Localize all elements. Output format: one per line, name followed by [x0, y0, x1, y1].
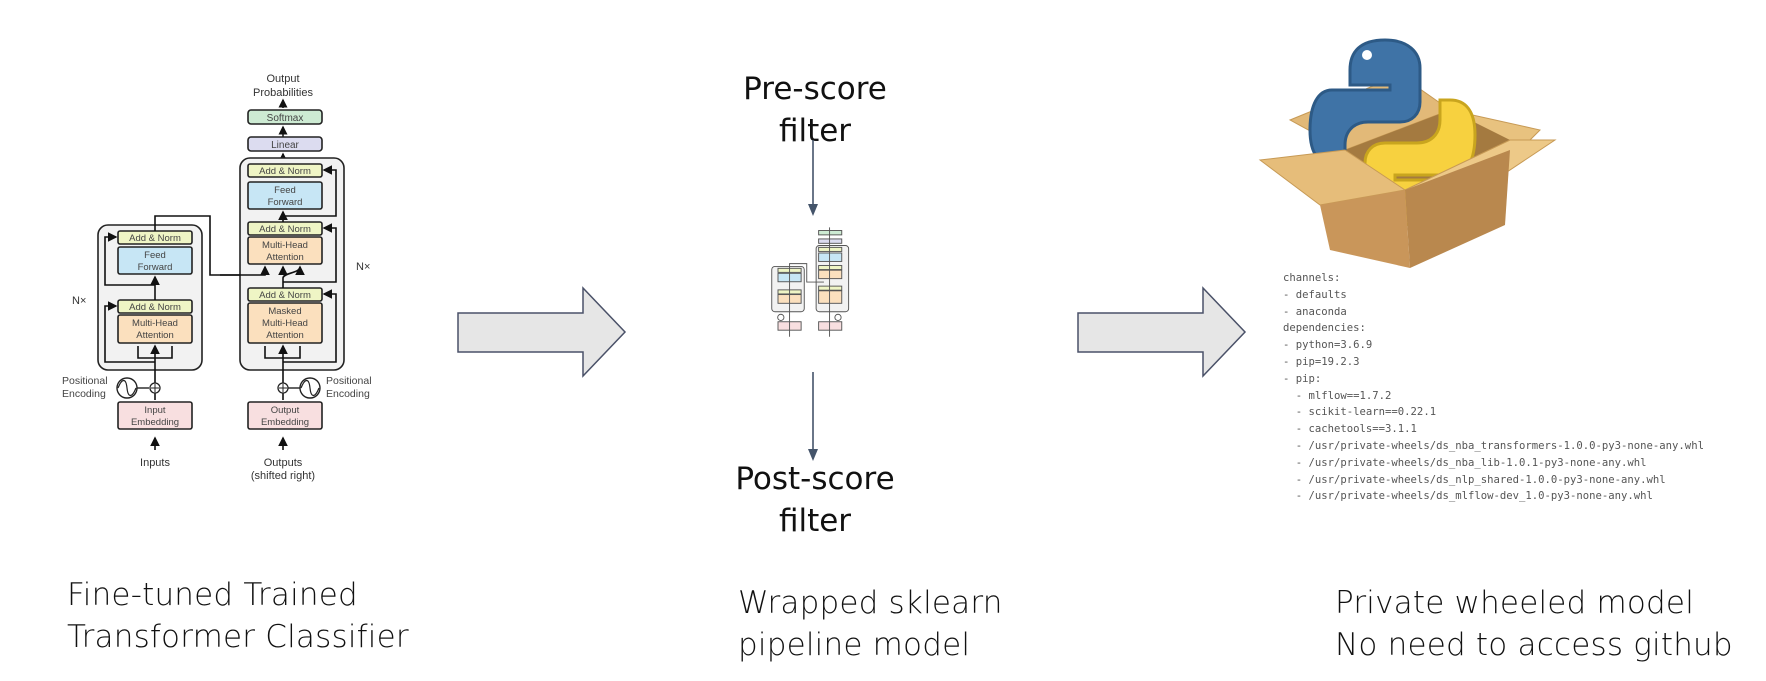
- environment-yaml: channels: - defaults - anaconda dependencie…: [1283, 270, 1704, 505]
- svg-text:Feed: Feed: [144, 250, 166, 261]
- yaml-line: - python=3.6.9: [1283, 339, 1373, 352]
- svg-text:Softmax: Softmax: [267, 113, 304, 124]
- svg-text:Attention: Attention: [136, 330, 174, 341]
- yaml-line: - mlflow==1.7.2: [1283, 389, 1392, 402]
- middle-caption-line-1: Wrapped sklearn: [738, 585, 1003, 621]
- encoder-multi-head-attention: Multi-Head Attention: [117, 314, 193, 344]
- decoder-add-norm-2: Add & Norm: [247, 221, 323, 236]
- encoder-feed-forward: Feed Forward: [117, 246, 193, 275]
- yaml-line: - pip:: [1283, 372, 1322, 385]
- svg-text:Positional: Positional: [62, 375, 108, 387]
- decoder-nx-label: N×: [356, 261, 370, 273]
- svg-text:Encoding: Encoding: [326, 388, 370, 400]
- svg-text:Attention: Attention: [266, 330, 304, 341]
- middle-caption: Wrapped sklearn pipeline model: [738, 582, 1003, 666]
- transformer-thumbnail: [771, 227, 850, 337]
- yaml-line: - /usr/private-wheels/ds_nba_transformer…: [1283, 439, 1704, 452]
- decoder-feed-forward: Feed Forward: [247, 181, 323, 210]
- encoder-add-norm-1: Add & Norm: [117, 299, 193, 314]
- svg-text:Multi-Head: Multi-Head: [262, 318, 308, 329]
- right-caption-line-2: No need to access github: [1335, 627, 1733, 663]
- post-score-arrow: [808, 372, 818, 461]
- left-caption-line-1: Fine-tuned Trained: [67, 577, 358, 613]
- decoder-add-norm-1: Add & Norm: [247, 287, 323, 302]
- pre-score-line-1: Pre-score: [743, 71, 887, 107]
- output-probabilities-label-2: Probabilities: [253, 87, 313, 99]
- yaml-line: - anaconda: [1283, 305, 1347, 318]
- svg-text:Multi-Head: Multi-Head: [262, 240, 308, 251]
- pre-score-line-2: filter: [778, 113, 852, 149]
- input-embedding-block: Input Embedding: [117, 401, 193, 430]
- encoder-add-norm-2: Add & Norm: [117, 230, 193, 245]
- decoder-multi-head-attention: Multi-Head Attention: [247, 236, 323, 265]
- svg-text:Masked: Masked: [268, 306, 301, 317]
- softmax-block: Softmax: [247, 109, 323, 125]
- decoder-positional-encoding: Positional Encoding: [277, 375, 372, 400]
- python-package-box-icon: [1258, 38, 1557, 268]
- left-caption: Fine-tuned Trained Transformer Classifie…: [67, 574, 409, 658]
- svg-text:Linear: Linear: [271, 140, 299, 151]
- decoder-masked-attention: Masked Multi-Head Attention: [247, 302, 323, 344]
- svg-text:Add & Norm: Add & Norm: [259, 224, 311, 235]
- yaml-line: - defaults: [1283, 288, 1347, 301]
- encoder-nx-label: N×: [72, 295, 86, 307]
- output-probabilities-label: Output: [266, 73, 299, 85]
- yaml-line: - /usr/private-wheels/ds_nlp_shared-1.0.…: [1283, 473, 1666, 486]
- yaml-line: - pip=19.2.3: [1283, 355, 1360, 368]
- transformer-architecture-diagram: Output Probabilities Softmax Linear Add …: [62, 73, 372, 482]
- svg-text:Input: Input: [144, 405, 165, 416]
- svg-text:Add & Norm: Add & Norm: [129, 233, 181, 244]
- svg-text:Encoding: Encoding: [62, 388, 106, 400]
- output-embedding-block: Output Embedding: [247, 401, 323, 430]
- linear-block: Linear: [247, 136, 323, 152]
- flow-arrow-2: [1077, 286, 1247, 378]
- svg-text:Output: Output: [271, 405, 300, 416]
- svg-text:Forward: Forward: [268, 197, 303, 208]
- pre-score-arrow: [808, 140, 818, 216]
- svg-text:Attention: Attention: [266, 252, 304, 263]
- post-score-filter-label: Post-score filter: [710, 458, 920, 542]
- outputs-label: Outputs: [264, 457, 303, 469]
- svg-text:Add & Norm: Add & Norm: [259, 290, 311, 301]
- pre-score-filter-label: Pre-score filter: [710, 68, 920, 152]
- svg-text:Add & Norm: Add & Norm: [259, 166, 311, 177]
- svg-text:Embedding: Embedding: [131, 417, 179, 428]
- outputs-shifted-label: (shifted right): [251, 470, 315, 482]
- decoder-add-norm-3: Add & Norm: [247, 163, 323, 178]
- yaml-line: dependencies:: [1283, 322, 1366, 335]
- svg-text:Forward: Forward: [138, 262, 173, 273]
- svg-text:Embedding: Embedding: [261, 417, 309, 428]
- right-caption-line-1: Private wheeled model: [1335, 585, 1695, 621]
- inputs-label: Inputs: [140, 457, 170, 469]
- yaml-line: channels:: [1283, 272, 1341, 284]
- yaml-line: - /usr/private-wheels/ds_mlflow-dev_1.0-…: [1283, 490, 1653, 503]
- post-score-line-1: Post-score: [735, 461, 895, 497]
- right-caption: Private wheeled model No need to access …: [1335, 582, 1733, 666]
- yaml-line: - /usr/private-wheels/ds_nba_lib-1.0.1-p…: [1283, 456, 1647, 469]
- yaml-line: - scikit-learn==0.22.1: [1283, 406, 1437, 419]
- flow-arrow-1: [457, 286, 627, 378]
- svg-text:Feed: Feed: [274, 185, 296, 196]
- svg-text:Positional: Positional: [326, 375, 372, 387]
- svg-text:Multi-Head: Multi-Head: [132, 318, 178, 329]
- encoder-positional-encoding: Positional Encoding: [62, 375, 161, 400]
- yaml-line: - cachetools==3.1.1: [1283, 423, 1417, 436]
- left-caption-line-2: Transformer Classifier: [67, 619, 409, 655]
- svg-text:Add & Norm: Add & Norm: [129, 302, 181, 313]
- middle-caption-line-2: pipeline model: [738, 627, 971, 663]
- post-score-line-2: filter: [778, 503, 852, 539]
